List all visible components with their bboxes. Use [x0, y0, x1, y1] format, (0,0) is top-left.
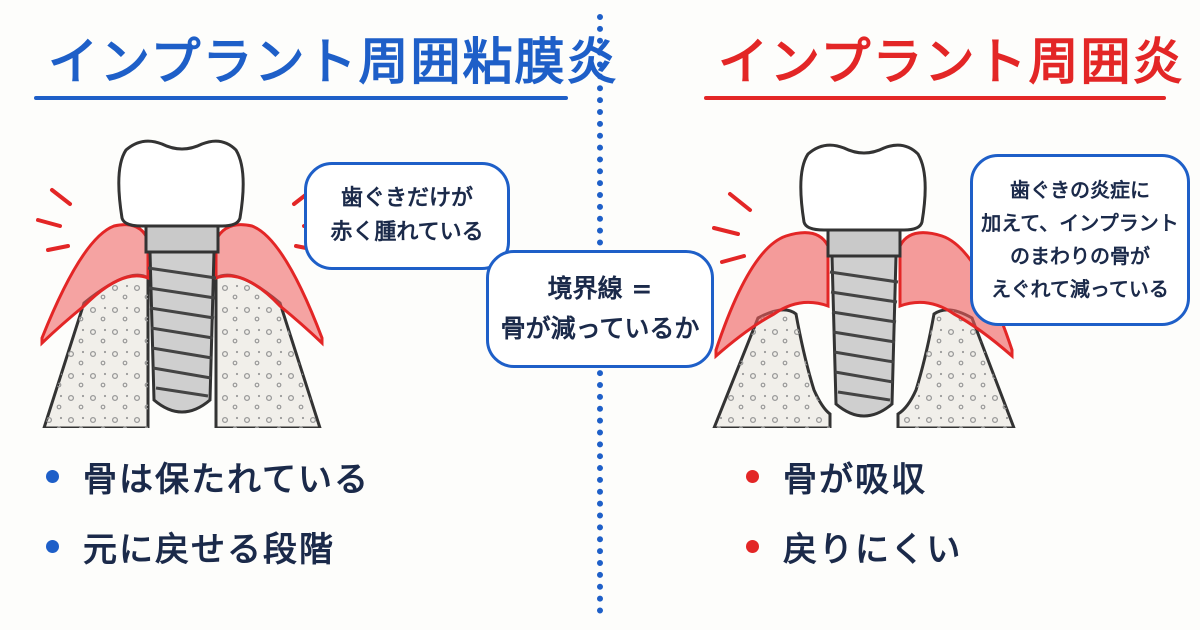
peri-implantitis-panel: インプラント周囲炎	[600, 0, 1200, 630]
bone-loss-implant-illustration	[712, 143, 1016, 428]
bubble-line: 骨が減っているか	[500, 314, 700, 343]
bubble-line: 歯ぐきの炎症に	[1010, 178, 1150, 202]
peri-implantitis-title: インプラント周囲炎	[718, 33, 1185, 91]
bubble-line: 境界線 =	[547, 274, 653, 303]
implant-abutment	[826, 226, 902, 258]
bubble-line: 歯ぐきだけが	[340, 186, 473, 211]
bubble-line: 加えて、インプラント	[981, 211, 1179, 235]
bullet-text: 骨は保たれている	[83, 459, 370, 500]
peri-implantitis-title-underline	[704, 96, 1166, 100]
list-item: 戻りにくい	[746, 516, 962, 576]
bullet-text: 戻りにくい	[783, 529, 963, 570]
implant-crown	[117, 139, 245, 228]
healthy-bone-implant-illustration	[36, 139, 328, 428]
mucositis-bullet-list: 骨は保たれている 元に戻せる段階	[46, 446, 370, 586]
implant-crown	[799, 143, 927, 232]
mucositis-title: インプラント周囲粘膜炎	[48, 33, 619, 91]
bubble-line: えぐれて減っている	[991, 277, 1169, 301]
bubble-line: 赤く腫れている	[330, 220, 484, 245]
gum-swelling-bubble: 歯ぐきだけが 赤く腫れている	[304, 162, 510, 270]
list-item: 元に戻せる段階	[46, 516, 370, 576]
bullet-dot-icon	[46, 539, 59, 553]
implant-abutment	[144, 222, 220, 254]
bullet-dot-icon	[746, 539, 759, 553]
mucositis-title-underline	[34, 96, 568, 100]
list-item: 骨は保たれている	[46, 446, 370, 506]
bubble-line: のまわりの骨が	[1010, 244, 1150, 268]
bullet-dot-icon	[46, 469, 59, 483]
mucositis-panel: インプラント周囲粘膜炎	[34, 33, 617, 586]
boundary-bubble: 境界線 = 骨が減っているか	[486, 250, 714, 368]
bullet-text: 骨が吸収	[783, 459, 927, 500]
list-item: 骨が吸収	[746, 446, 962, 506]
bone-loss-bubble: 歯ぐきの炎症に 加えて、インプラント のまわりの骨が えぐれて減っている	[970, 154, 1190, 326]
bullet-text: 元に戻せる段階	[83, 529, 335, 570]
peri-implantitis-bullet-list: 骨が吸収 戻りにくい	[746, 446, 962, 586]
bullet-dot-icon	[746, 469, 759, 483]
